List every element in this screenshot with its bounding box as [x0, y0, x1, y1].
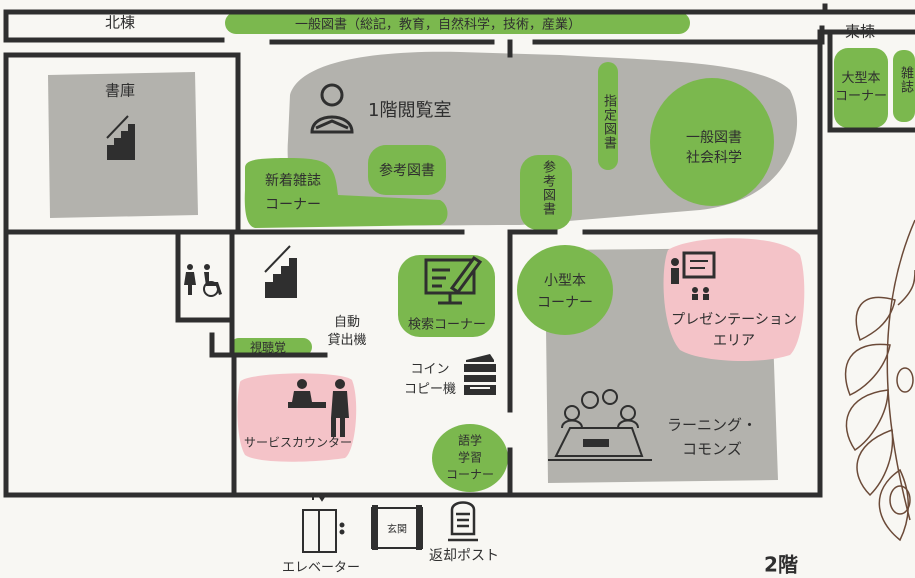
magazines-area [893, 50, 915, 122]
east-building-label: 東棟 [844, 22, 876, 41]
floor-label: 2階 [764, 552, 798, 577]
return-post-label: 返却ポスト [429, 548, 499, 564]
copier-icon [464, 354, 496, 395]
service-counter-label: サービスカウンター [243, 435, 353, 450]
counter-staff-icon [288, 379, 349, 437]
laurel-icon [844, 219, 915, 542]
reference-2-label: 参考図書 [540, 160, 555, 216]
elevator-icon [302, 492, 345, 553]
reading-room-label: 1階閲覧室 [368, 100, 452, 121]
walls [3, 3, 915, 498]
large-books-label: 大型本 コーナー [834, 71, 888, 104]
service-counter-area [237, 373, 357, 462]
search-corner-label: 検索コーナー [407, 317, 487, 333]
presentation-icon [671, 251, 716, 300]
general-books-bar [225, 12, 690, 34]
coin-copy-label: コイン コピー機 [403, 362, 457, 397]
small-books-area [517, 245, 613, 335]
language-lab-label: 語学 学習 コーナー [445, 433, 495, 482]
door-icon [371, 505, 423, 550]
av-area [230, 338, 312, 356]
language-area [432, 424, 508, 492]
new-magazines-label: 新着雑誌 コーナー [265, 173, 321, 213]
presentation-label: プレゼンテーション エリア [671, 312, 797, 349]
entrance-label: 玄関 [387, 524, 407, 536]
reference-1-label: 参考図書 [379, 163, 435, 179]
general-social-area [650, 78, 774, 206]
general-social-label: 一般図書 社会科学 [686, 130, 742, 166]
group-study-icon [548, 389, 652, 461]
designated-books-label: 指定図書 [601, 94, 616, 150]
postbox-icon [448, 501, 478, 542]
north-building-label: 北棟 [104, 13, 136, 32]
stacks-label: 書庫 [104, 81, 136, 100]
large-books-area [834, 48, 888, 128]
reader-icon [310, 83, 354, 134]
reference-2-area [520, 155, 572, 230]
new-magazines-area [244, 158, 448, 228]
reference-1-area [368, 145, 446, 195]
small-books-label: 小型本 コーナー [537, 273, 593, 311]
restroom-icon [184, 264, 222, 297]
computer-search-icon [424, 255, 483, 305]
general-books-label: 一般図書（総記，教育，自然科学，技術，産業） [294, 17, 582, 33]
learning-commons-label: ラーニング・ コモンズ [666, 416, 758, 458]
stairs-icon [106, 115, 135, 160]
magazines-label: 雑誌 [898, 66, 913, 94]
av-room-label: 視聴覚 [249, 340, 287, 355]
stairs-icon [264, 245, 297, 298]
elevator-label: エレベーター [281, 560, 361, 576]
designated-area [598, 62, 618, 170]
auto-checkout-label: 自動 貸出機 [327, 315, 367, 348]
